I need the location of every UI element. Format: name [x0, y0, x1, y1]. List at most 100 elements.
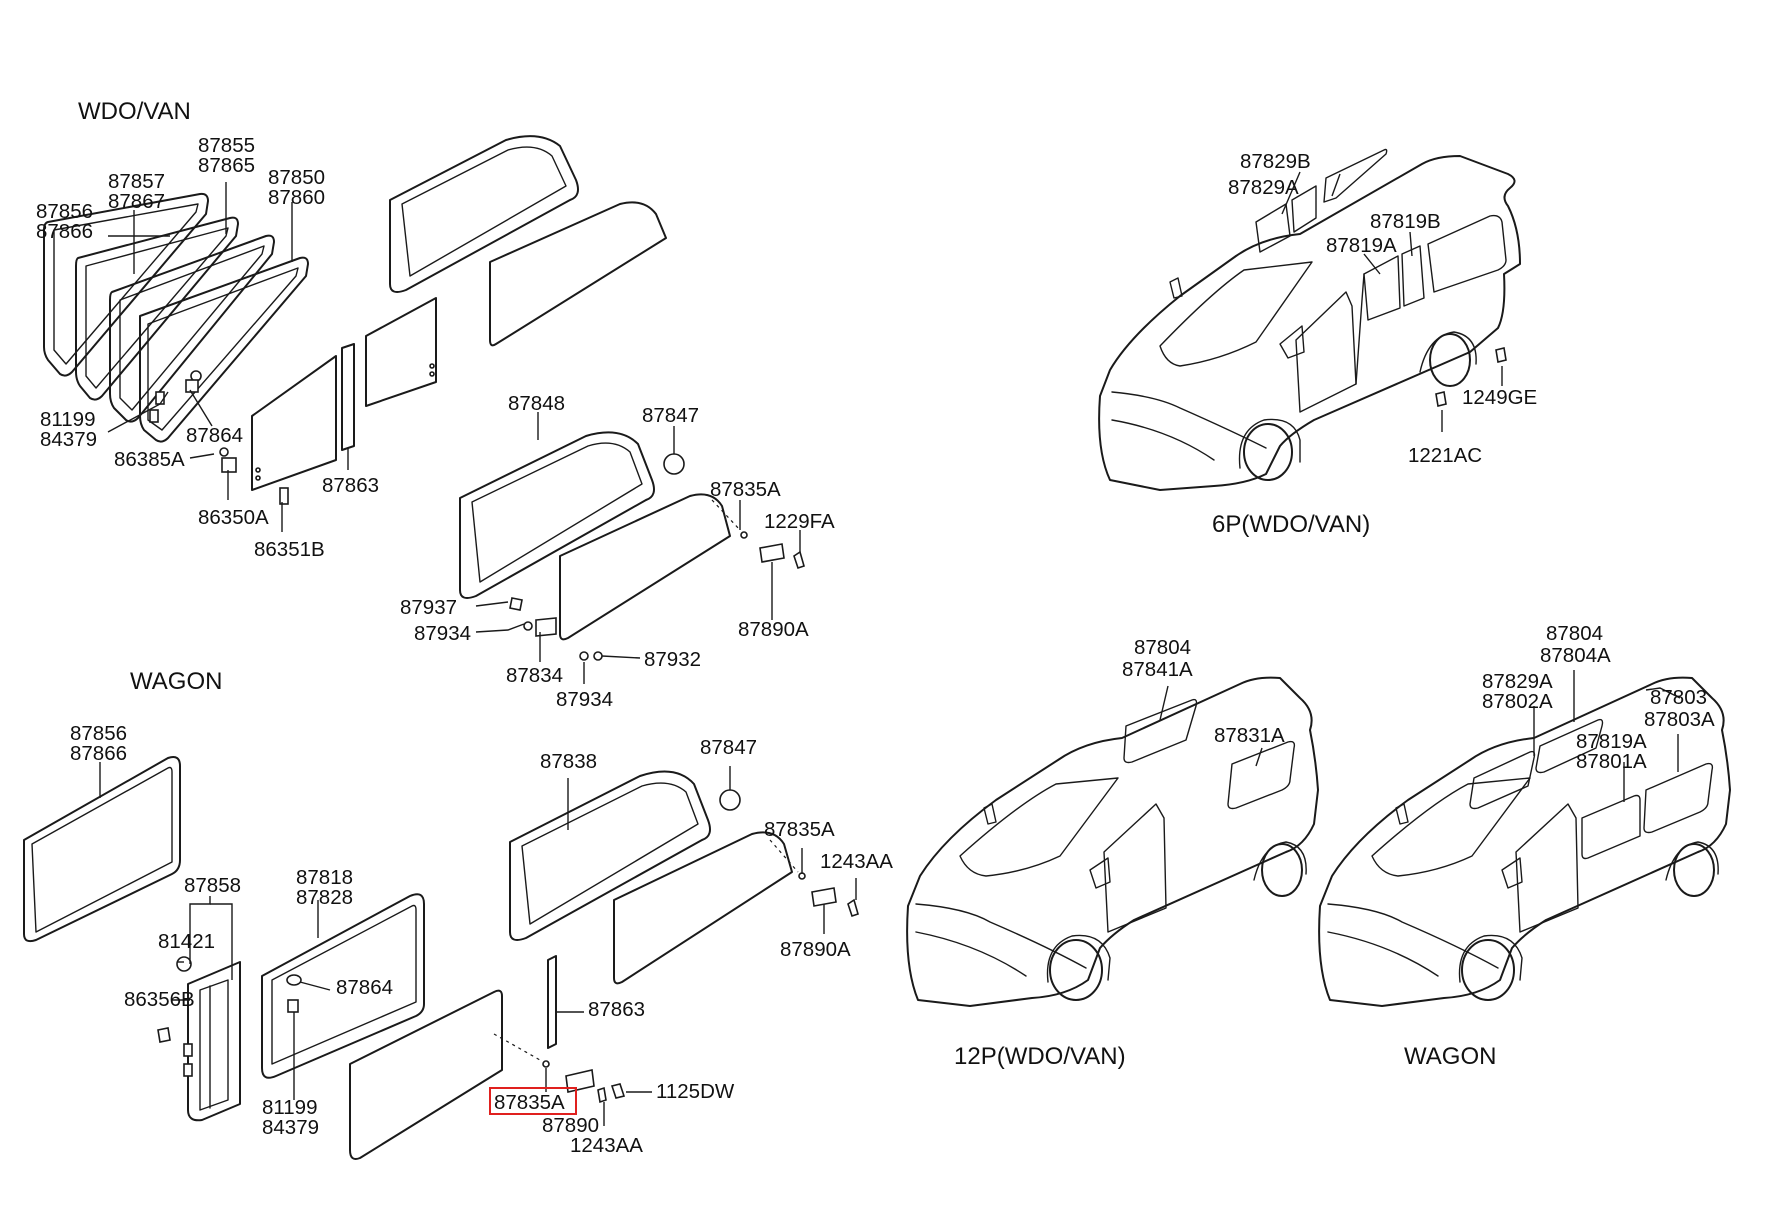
weatherstrip-87856[interactable] — [43, 192, 209, 377]
glass-87829B[interactable] — [1323, 148, 1388, 203]
label-87866: 87866 — [36, 220, 93, 243]
pillar-trim-87858[interactable] — [187, 961, 241, 1122]
channel-wagon-87863[interactable] — [547, 955, 557, 1049]
label-wagon-84379: 84379 — [262, 1116, 319, 1139]
label-87937: 87937 — [400, 596, 457, 619]
label-wagon-87856: 87856 — [70, 722, 127, 745]
wagon-rear-quarter-group: 87838 87847 87835A 1243AA 87890A 87863 1… — [489, 736, 893, 1157]
label-1229FA: 1229FA — [764, 510, 835, 533]
label-wagon-87864: 87864 — [336, 976, 393, 999]
screw-87937[interactable] — [509, 597, 523, 611]
washer-87934-b[interactable] — [579, 651, 589, 661]
quarter-weatherstrip-87848[interactable] — [459, 431, 655, 599]
clip-81421[interactable] — [176, 956, 192, 972]
caption-12p-wdo-van: 12P(WDO/VAN) — [954, 1043, 1126, 1070]
bracket-87834[interactable] — [535, 617, 557, 637]
glass-fixed-upper[interactable] — [365, 297, 437, 407]
vehicle-12p-wdo-van: 87804 87841A 87831A 12P(WDO/VAN) — [906, 636, 1319, 1070]
screw-1125DW[interactable] — [610, 1083, 626, 1099]
label-87847: 87847 — [642, 404, 699, 427]
quarter-glass-wagon[interactable] — [613, 831, 793, 985]
van-12p-body — [906, 676, 1319, 1007]
label-87890A: 87890A — [738, 618, 809, 641]
screw-1243AA-b[interactable] — [597, 1086, 607, 1104]
label-87818: 87818 — [296, 866, 353, 889]
quarter-glass-top[interactable] — [489, 201, 667, 347]
caption-6p-wdo-van: 6P(WDO/VAN) — [1212, 511, 1370, 538]
wagon-front-window-group: 87856 87866 87858 81421 86356B 87818 878… — [23, 722, 541, 1160]
label-87838: 87838 — [540, 750, 597, 773]
frame-87850[interactable] — [139, 256, 309, 443]
label-87857: 87857 — [108, 170, 165, 193]
label-87829B: 87829B — [1240, 150, 1311, 173]
label-87835A: 87835A — [710, 478, 781, 501]
clip-86350A[interactable] — [221, 457, 237, 473]
clip-87835A-highlight[interactable] — [542, 1060, 550, 1068]
label-1221AC: 1221AC — [1408, 444, 1482, 467]
screw-86356B[interactable] — [157, 1027, 171, 1043]
hinge-87890[interactable] — [565, 1069, 595, 1093]
label-87828: 87828 — [296, 886, 353, 909]
label-87831A: 87831A — [1214, 724, 1285, 747]
glass-wagon-87804A[interactable] — [1535, 718, 1604, 774]
label-wagon-87866: 87866 — [70, 742, 127, 765]
label-87864: 87864 — [186, 424, 243, 447]
section-title-wagon: WAGON — [130, 668, 222, 695]
label-wagon-87804: 87804 — [1546, 622, 1603, 645]
label-87932: 87932 — [644, 648, 701, 671]
cap-wagon-87847[interactable] — [719, 789, 741, 811]
glass-wagon-87802A[interactable] — [1469, 750, 1536, 810]
hinge-87890A[interactable] — [759, 543, 785, 563]
glass-87819B[interactable] — [1427, 214, 1507, 293]
wdo-van-front-window-group: 87856 87866 87857 87867 87855 87865 8785… — [36, 134, 667, 561]
glass-wagon-87803A[interactable] — [1643, 762, 1714, 834]
glass-wagon-87801A[interactable] — [1581, 794, 1641, 860]
glass-87829A[interactable] — [1255, 203, 1291, 253]
frame-87855[interactable] — [109, 234, 275, 423]
quarter-weatherstrip-87838[interactable] — [509, 770, 711, 941]
label-87850: 87850 — [268, 166, 325, 189]
weatherstrip-wagon-87856[interactable] — [23, 756, 181, 943]
label-86351B: 86351B — [254, 538, 325, 561]
wdo-van-rear-quarter-group: 87848 87847 87835A 1229FA 87890A 87937 8… — [400, 392, 835, 711]
label-87856: 87856 — [36, 200, 93, 223]
label-wagon-87801A: 87801A — [1576, 750, 1647, 773]
frame-87818[interactable] — [261, 893, 425, 1079]
glass-87841A[interactable] — [1123, 698, 1198, 764]
label-wagon-87803A: 87803A — [1644, 708, 1715, 731]
screw-1229FA[interactable] — [793, 550, 805, 570]
screw-1249GE[interactable] — [1495, 347, 1507, 363]
label-87867: 87867 — [108, 190, 165, 213]
clip-87835A[interactable] — [740, 531, 748, 539]
screw-86385A[interactable] — [219, 447, 229, 457]
label-87934-b: 87934 — [556, 688, 613, 711]
bracket-86351B[interactable] — [279, 487, 289, 505]
glass-87831A[interactable] — [1227, 740, 1296, 810]
label-highlight-87835A[interactable]: 87835A — [494, 1091, 565, 1114]
cap-87847[interactable] — [663, 453, 685, 475]
label-81421: 81421 — [158, 930, 215, 953]
quarter-glass-rear[interactable] — [559, 493, 731, 641]
label-wagon-87863: 87863 — [588, 998, 645, 1021]
label-wagon-87835A: 87835A — [764, 818, 835, 841]
label-1243AA-b: 1243AA — [570, 1134, 643, 1157]
screw-1221AC[interactable] — [1435, 391, 1447, 407]
label-86356B: 86356B — [124, 988, 195, 1011]
label-wagon-87804A: 87804A — [1540, 644, 1611, 667]
screw-wagon-1243AA[interactable] — [847, 898, 859, 918]
label-86385A: 86385A — [114, 448, 185, 471]
glass-panel-front[interactable] — [251, 355, 337, 491]
glass-wagon-front[interactable] — [349, 989, 503, 1160]
seal-87857[interactable] — [75, 216, 239, 401]
nut-87932[interactable] — [593, 651, 603, 661]
label-87829A: 87829A — [1228, 176, 1299, 199]
washer-87934[interactable] — [523, 621, 533, 631]
label-87860: 87860 — [268, 186, 325, 209]
label-87819A: 87819A — [1326, 234, 1397, 257]
label-87855: 87855 — [198, 134, 255, 157]
hinge-wagon-87890A[interactable] — [811, 887, 837, 907]
glass-87819A[interactable] — [1363, 255, 1401, 321]
quarter-weatherstrip-top[interactable] — [389, 135, 579, 293]
channel-87863[interactable] — [341, 343, 355, 451]
label-87834: 87834 — [506, 664, 563, 687]
